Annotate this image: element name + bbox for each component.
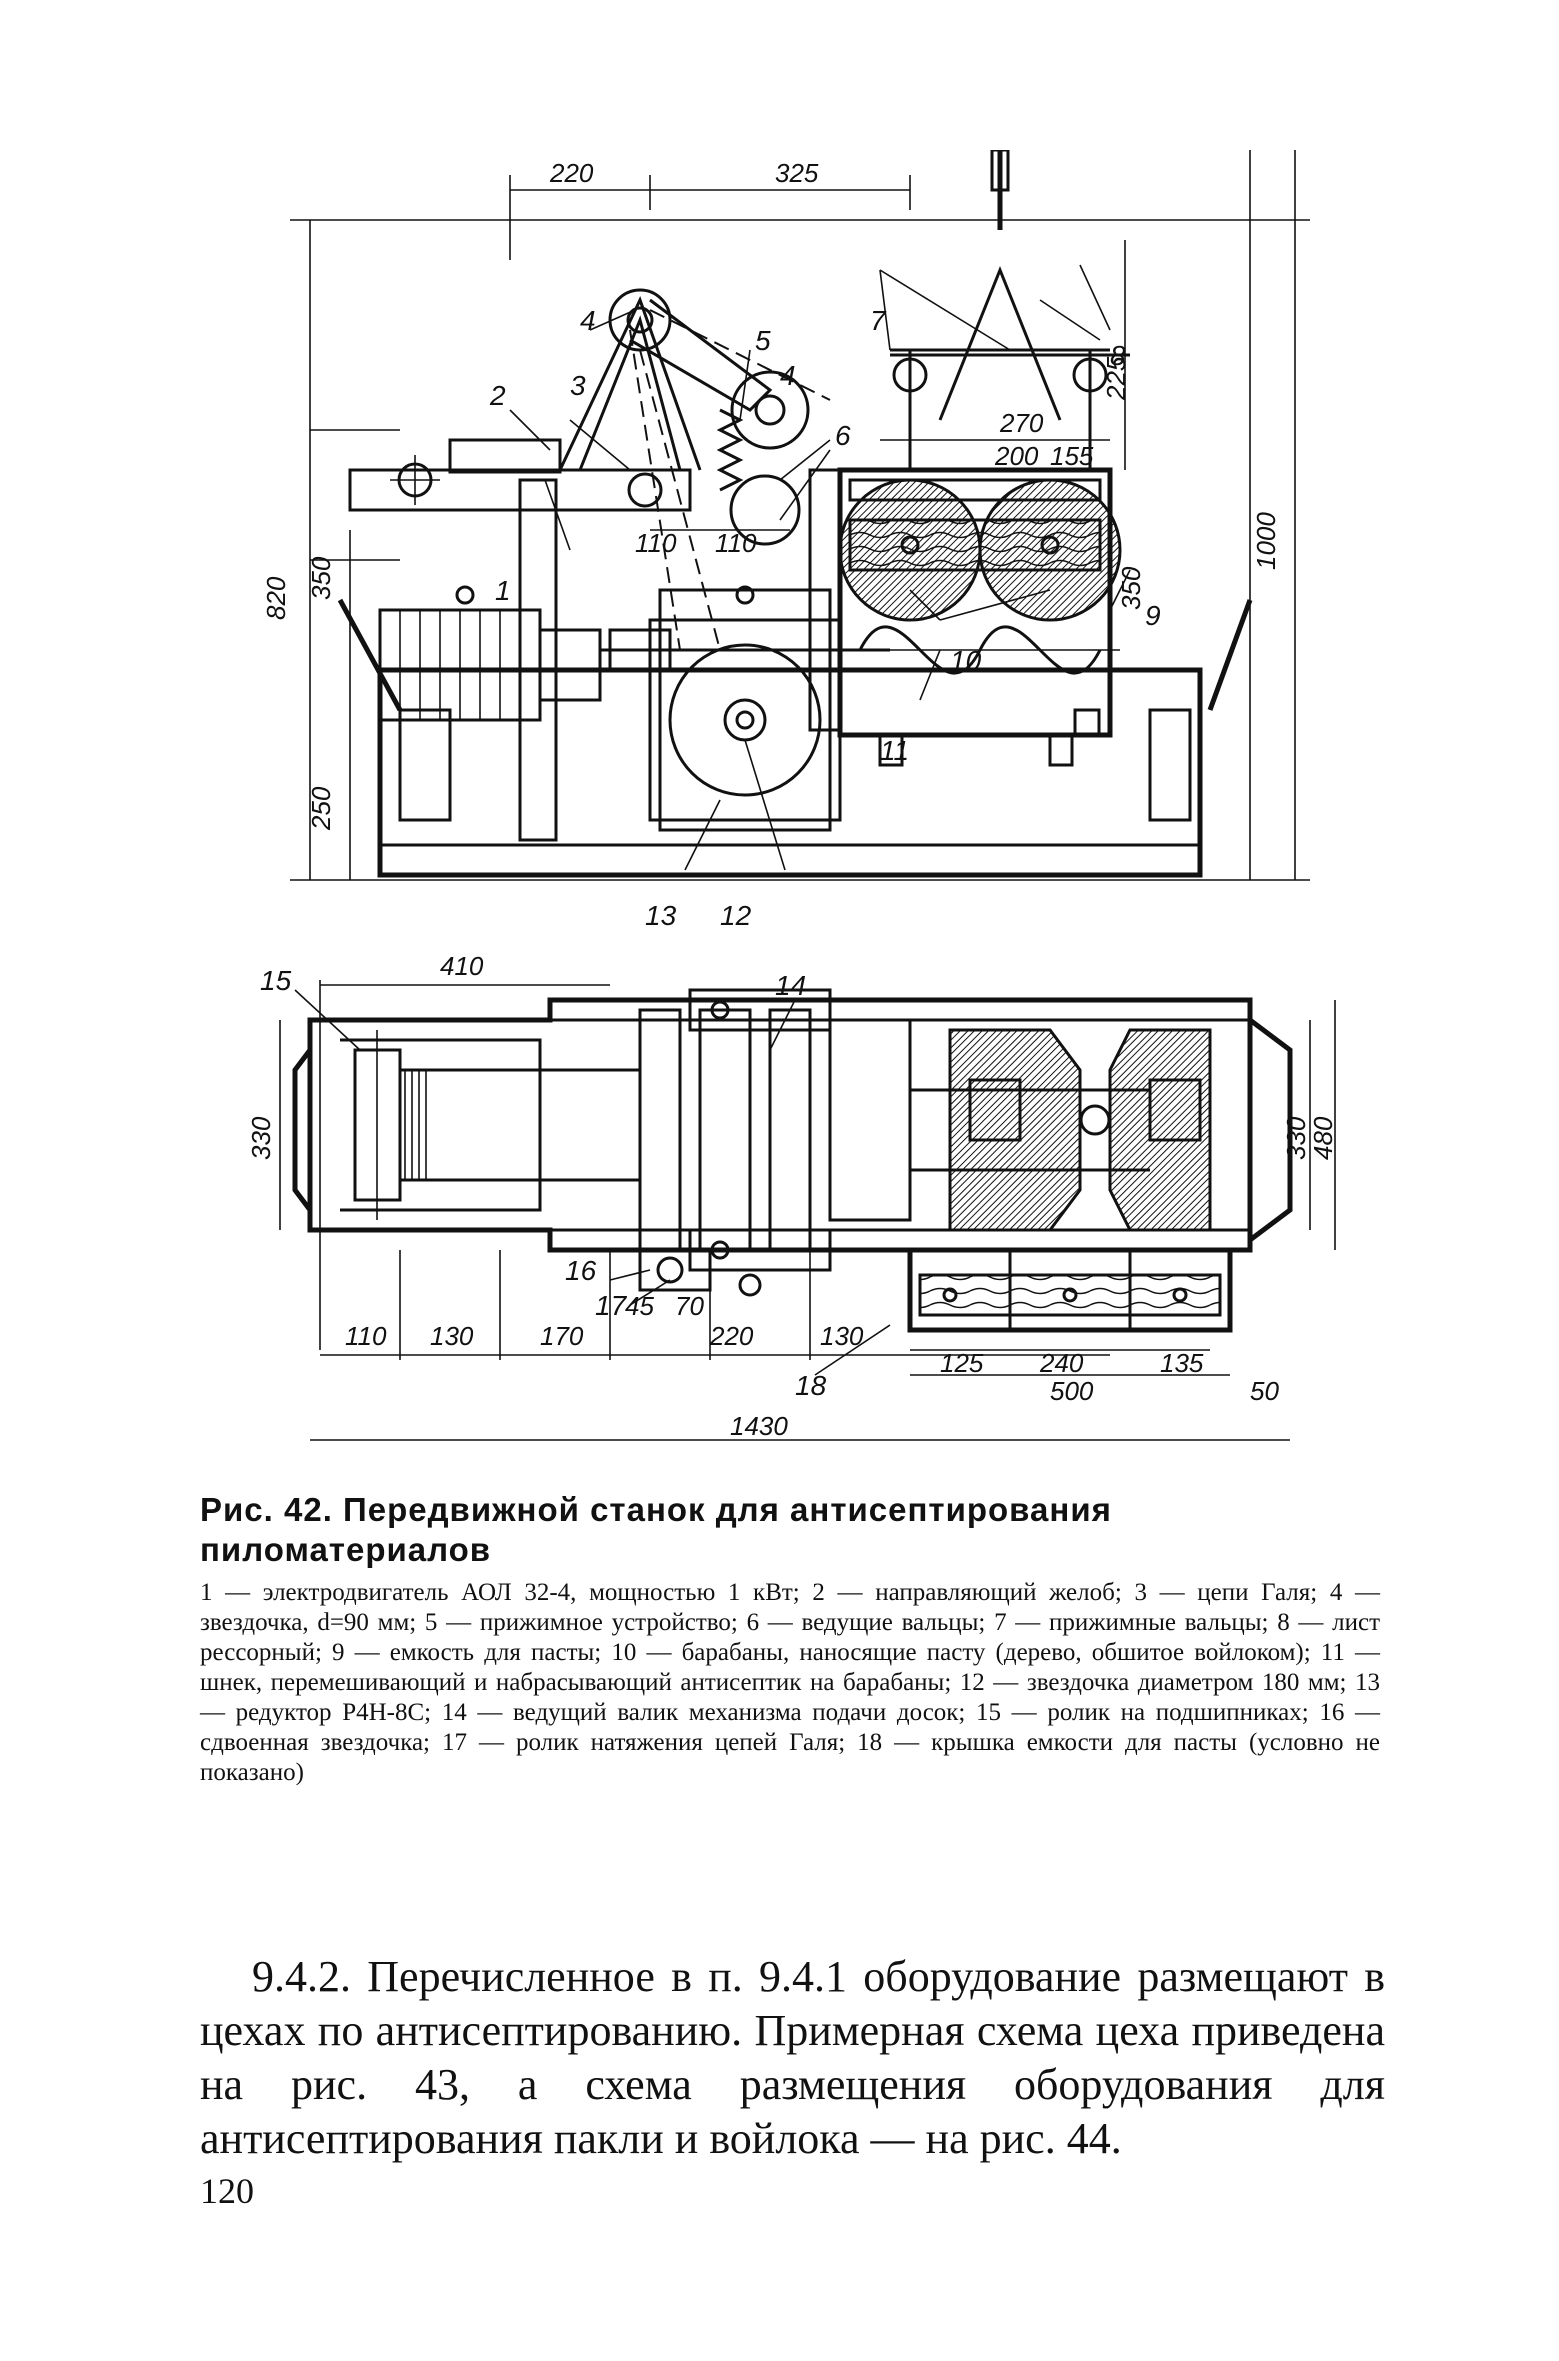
dim-225: 225: [1101, 356, 1131, 401]
dim-820: 820: [261, 576, 291, 620]
callout-3: 3: [570, 370, 586, 401]
dim-480: 480: [1308, 1116, 1338, 1160]
caption-title: Рис. 42. Передвижной станок для антисепт…: [200, 1491, 1112, 1568]
dim-270: 270: [999, 408, 1044, 438]
dim-1430: 1430: [730, 1411, 788, 1441]
callout-14: 14: [775, 970, 806, 1001]
dim-330-left: 330: [250, 1116, 276, 1160]
dim-70: 70: [675, 1291, 704, 1321]
dim-110-a: 110: [635, 528, 677, 558]
callout-9: 9: [1145, 600, 1161, 631]
callout-2: 2: [489, 380, 506, 411]
plan-view: 410 330 330 480 110 130 170 45 70 220 13…: [250, 951, 1338, 1441]
dim-135: 135: [1160, 1348, 1204, 1378]
dim-50: 50: [1250, 1376, 1279, 1406]
dim-240: 240: [1039, 1348, 1084, 1378]
dim-130-right: 130: [820, 1321, 864, 1351]
dim-1000: 1000: [1251, 512, 1281, 570]
dim-350-left: 350: [306, 556, 336, 600]
dim-220: 220: [549, 158, 594, 188]
dim-130-left: 130: [430, 1321, 474, 1351]
callout-5: 5: [755, 325, 771, 356]
page-number: 120: [200, 2171, 254, 2211]
technical-drawing: 220 325 225 270 200 155 110 110 1000 350…: [250, 150, 1350, 1470]
dim-110: 110: [345, 1321, 387, 1351]
callout-18: 18: [795, 1370, 827, 1401]
dim-350-right: 350: [1116, 566, 1146, 610]
dim-220-plan: 220: [709, 1321, 754, 1351]
dim-200: 200: [994, 441, 1039, 471]
callout-8: 8: [1110, 340, 1126, 371]
callout-7: 7: [870, 305, 887, 336]
callout-15: 15: [260, 965, 292, 996]
dim-325: 325: [775, 158, 819, 188]
callout-10: 10: [950, 645, 982, 676]
callout-17: 17: [595, 1290, 628, 1321]
caption-legend: 1 — электродвигатель АОЛ 32-4, мощностью…: [200, 1579, 1380, 1786]
callout-13: 13: [645, 900, 677, 931]
dim-500: 500: [1050, 1376, 1094, 1406]
callout-4-top: 4: [580, 305, 596, 336]
dim-155: 155: [1050, 441, 1094, 471]
dim-170: 170: [540, 1321, 584, 1351]
dim-330-right: 330: [1281, 1116, 1311, 1160]
dim-45: 45: [625, 1291, 654, 1321]
callout-11: 11: [880, 735, 909, 766]
callout-12: 12: [720, 900, 752, 931]
elevation-view: 220 325 225 270 200 155 110 110 1000 350…: [261, 150, 1310, 931]
callout-6: 6: [835, 420, 851, 451]
dim-110-b: 110: [715, 528, 757, 558]
dim-250: 250: [306, 786, 336, 831]
dim-125: 125: [940, 1348, 984, 1378]
body-paragraph: 9.4.2. Перечисленное в п. 9.4.1 оборудов…: [200, 1952, 1385, 2163]
callout-16: 16: [565, 1255, 597, 1286]
figure-caption: Рис. 42. Передвижной станок для антисепт…: [200, 1490, 1380, 1788]
callout-1: 1: [495, 575, 511, 606]
dim-410: 410: [440, 951, 484, 981]
callout-4-right: 4: [780, 360, 796, 391]
